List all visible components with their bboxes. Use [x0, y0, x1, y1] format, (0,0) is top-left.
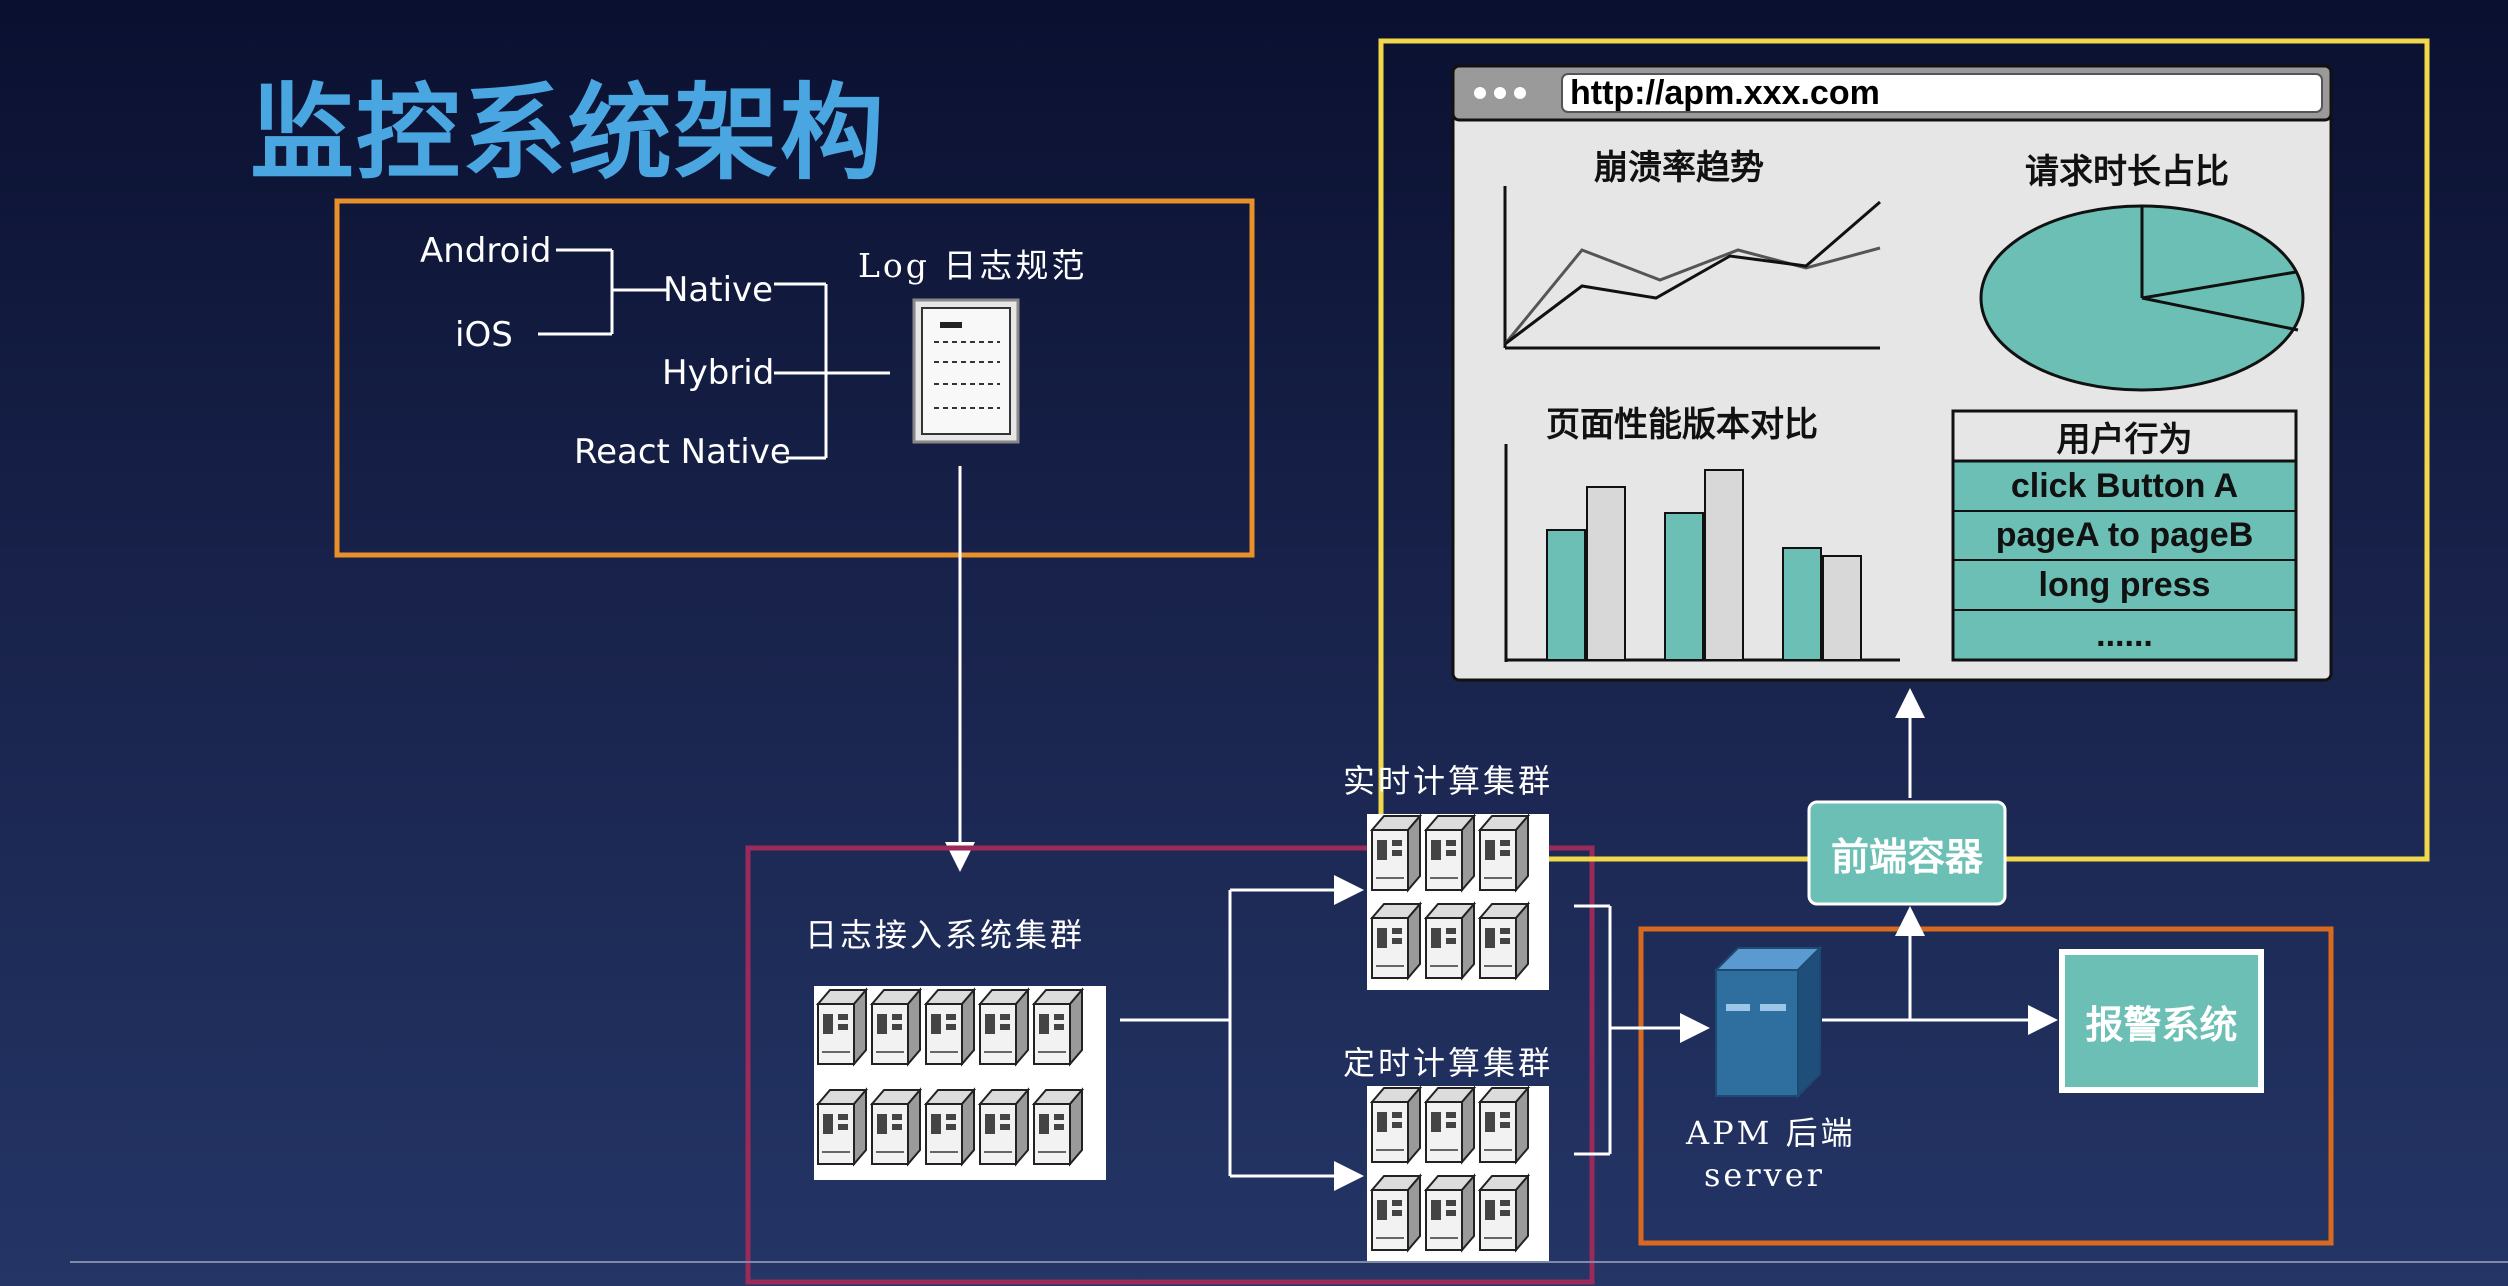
log-ingest-cluster-label: 日志接入系统集群	[805, 916, 1086, 954]
client-tree-lines	[538, 248, 890, 460]
compute-connections	[1574, 904, 1710, 1156]
server-rack-icon	[1367, 814, 1549, 990]
request-duration-title: 请求时长占比	[2025, 152, 2229, 192]
alert-system-box	[2059, 949, 2264, 1093]
url-bar	[1561, 73, 2323, 113]
user-behavior-row: click Button A	[2010, 466, 2239, 505]
crash-trend-chart	[1503, 186, 1881, 350]
user-behavior-row: pageA to pageB	[1995, 516, 2254, 554]
url-text: http://apm.xxx.com	[1570, 74, 1880, 112]
backend-box	[1638, 926, 2334, 1246]
server-rack-icon	[814, 986, 1106, 1180]
user-behavior-row: long press	[2038, 565, 2211, 604]
page-perf-title: 页面性能版本对比	[1546, 405, 1818, 445]
log-spec-label: Log 日志规范	[858, 246, 1088, 285]
user-behavior-table	[1951, 409, 2298, 662]
crash-trend-title: 崩溃率趋势	[1594, 148, 1764, 188]
compute-box	[745, 845, 1595, 1285]
react-native-label: React Native	[574, 432, 791, 472]
user-behavior-header: 用户行为	[2056, 419, 2193, 460]
apm-backend-label: APM 后端	[1686, 1114, 1856, 1152]
android-label: Android	[420, 231, 552, 271]
hybrid-label: Hybrid	[662, 353, 775, 393]
page-perf-bar-chart	[1504, 444, 1900, 662]
ios-label: iOS	[455, 315, 513, 355]
alert-system-label: 报警系统	[2085, 1002, 2238, 1047]
server-label: server	[1704, 1156, 1825, 1194]
page-title: 监控系统架构	[250, 72, 887, 194]
frontend-container-box	[1807, 800, 2007, 906]
request-duration-pie	[1979, 204, 2305, 392]
server-rack-icon	[1367, 1086, 1549, 1262]
frontend-container-label: 前端容器	[1830, 834, 1983, 879]
realtime-cluster-label: 实时计算集群	[1343, 762, 1554, 800]
ingest-connections	[1120, 875, 1364, 1191]
user-behavior-row: ......	[2096, 615, 2153, 654]
server-tower-icon	[1713, 945, 1823, 1099]
native-label: Native	[663, 270, 774, 310]
document-icon	[912, 298, 1020, 444]
clients-box	[334, 198, 1255, 558]
scheduled-cluster-label: 定时计算集群	[1343, 1044, 1554, 1082]
backend-connections	[1822, 688, 2058, 1035]
user-behavior-text: 用户行为 click Button A pageA to pageB long …	[1953, 411, 2296, 660]
